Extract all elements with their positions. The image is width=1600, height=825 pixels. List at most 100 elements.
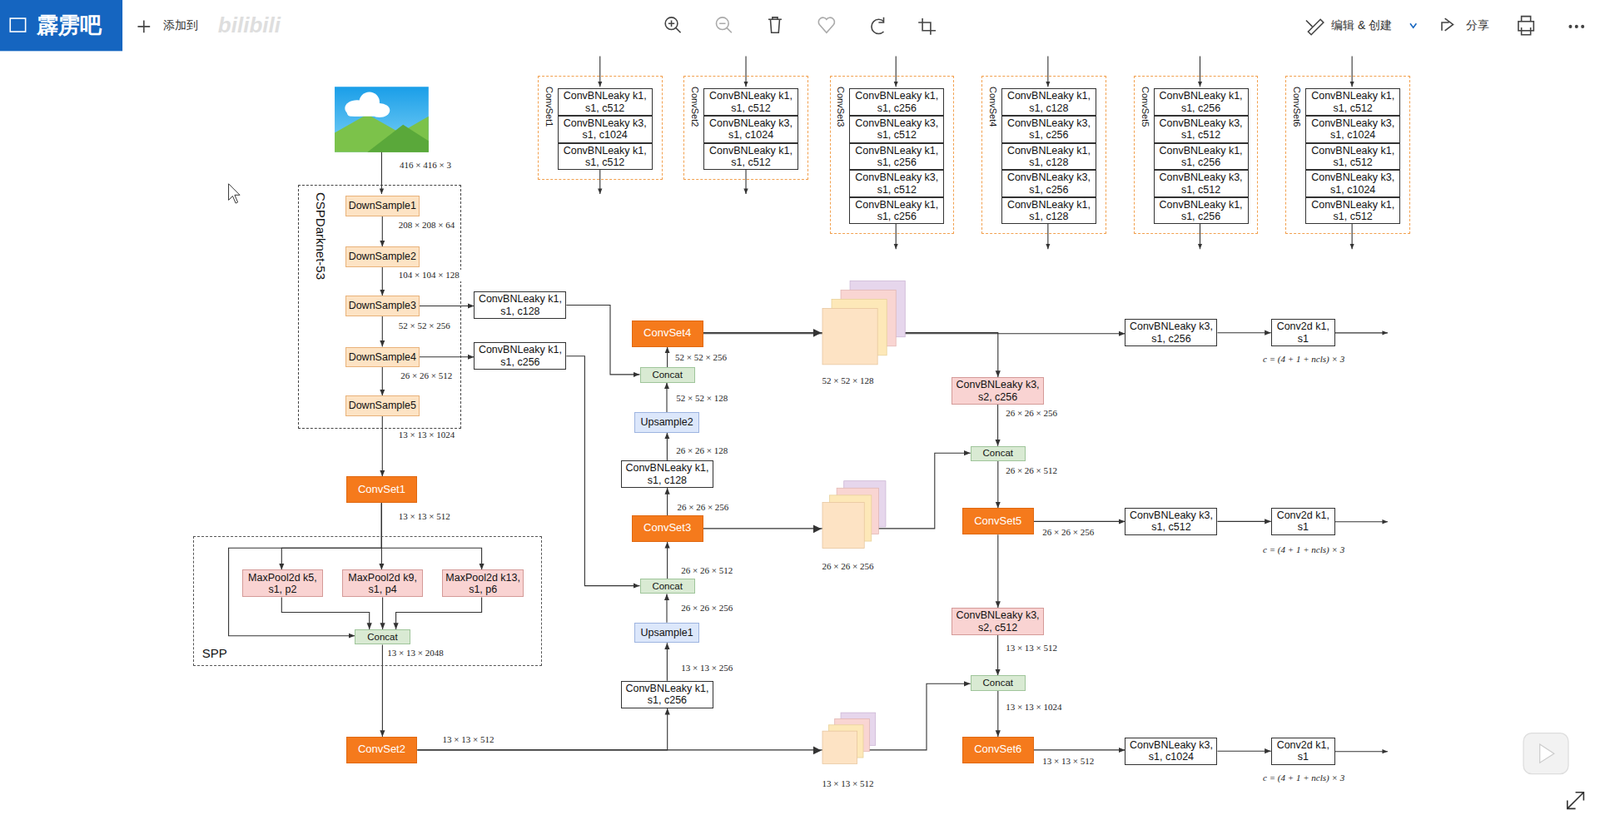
viewer-controls (228, 183, 240, 204)
channel-formula: c = (4 + 1 + ncls) × 3 (1261, 353, 1347, 365)
connector-arrow (997, 534, 999, 608)
box-label: DownSample2 (348, 250, 417, 263)
tensor-shape: 104 × 104 × 128 (397, 269, 462, 281)
box-label: ConvBNLeaky k3, s2, c256 (952, 378, 1044, 403)
input-image-icon (367, 124, 429, 153)
box-label: Conv2d k1, s1 (1272, 739, 1335, 764)
connector-arrow (566, 305, 640, 375)
tensor-shape: 13 × 13 × 256 (679, 662, 735, 674)
connector-arrow (281, 597, 369, 631)
conv-box: ConvBNLeaky k1, s1, c128 (473, 291, 567, 319)
conv-layer-box: ConvBNLeaky k1, s1, c256 (1153, 88, 1249, 116)
tensor-shape: 13 × 13 × 2048 (385, 647, 445, 659)
downsample-box: DownSample5 (345, 395, 420, 417)
tensor-shape: 13 × 13 × 512 (397, 511, 453, 522)
group-title: SPP (202, 645, 228, 661)
downsample-box: DownSample1 (345, 195, 420, 217)
box-label: ConvSet1 (357, 483, 406, 497)
connector-arrow (703, 332, 1126, 334)
connector-arrow (665, 382, 667, 413)
feature-map-stack (813, 481, 886, 549)
box-label: ConvBNLeaky k1, s1, c512 (558, 144, 652, 169)
connector-arrow (382, 267, 383, 296)
viewer-controls (1567, 792, 1585, 810)
convset-box: ConvSet3 (631, 515, 704, 542)
tensor-shape: 13 × 13 × 512 (1040, 755, 1096, 767)
concat-box: Concat (970, 446, 1026, 462)
box-label: Concat (651, 581, 682, 592)
tensor-shape: 26 × 26 × 256 (1003, 407, 1059, 419)
connector-arrow (382, 216, 383, 248)
box-label: ConvBNLeaky k1, s1, c128 (621, 462, 713, 487)
static-arrows (381, 152, 383, 194)
conv-box: ConvBNLeaky k1, s1, c256 (473, 342, 567, 370)
connector-arrow (666, 347, 668, 368)
box-label: DownSample5 (348, 399, 417, 412)
tensor-shape: 52 × 52 × 256 (397, 320, 453, 332)
downsample-box: DownSample3 (345, 295, 420, 317)
box-label: ConvSet6 (973, 743, 1022, 756)
convset-detail-group: ConvSet5ConvBNLeaky k1, s1, c256ConvBNLe… (1133, 75, 1259, 234)
static-arrows (599, 55, 601, 87)
tensor-shape: 52 × 52 × 256 (673, 352, 729, 363)
conv-layer-box: ConvBNLeaky k3, s1, c256 (1001, 169, 1097, 198)
connector-arrow (419, 356, 475, 358)
downsample-box: DownSample2 (345, 246, 420, 268)
toolbar (9, 18, 25, 32)
toolbar (1569, 25, 1571, 28)
conv-layer-box: ConvBNLeaky k1, s1, c128 (1001, 197, 1097, 225)
toolbar (1410, 23, 1417, 28)
conv-layer-box: ConvBNLeaky k3, s1, c1024 (557, 115, 653, 144)
static-arrows (1332, 750, 1388, 752)
input-image-icon (334, 86, 429, 152)
static-arrows (895, 223, 897, 250)
box-label: ConvBNLeaky k1, s1, c128 (1002, 144, 1096, 169)
static-arrows (1199, 223, 1201, 250)
connector-arrow (382, 416, 383, 478)
box-label: ConvBNLeaky k1, s1, c256 (474, 343, 566, 368)
conv-layer-box: ConvBNLeaky k1, s1, c256 (849, 143, 945, 171)
conv-layer-box: ConvBNLeaky k3, s1, c256 (1001, 115, 1097, 144)
upsample-box: Upsample2 (634, 412, 699, 433)
connector-arrow (1217, 521, 1272, 522)
convset-detail-group: ConvSet3ConvBNLeaky k1, s1, c256ConvBNLe… (829, 75, 955, 234)
tensor-shape: 26 × 26 × 256 (1040, 526, 1096, 538)
toolbar (1441, 18, 1453, 31)
input-image-icon (334, 114, 429, 152)
box-label: MaxPool2d k9, s1, p4 (342, 571, 423, 597)
connector-arrow (1217, 332, 1272, 333)
box-label: Concat (983, 447, 1014, 459)
input-image-icon (347, 108, 388, 117)
box-label: ConvBNLeaky k1, s1, c512 (1306, 89, 1400, 115)
box-label: ConvBNLeaky k1, s1, c128 (474, 293, 566, 318)
conv-box: ConvBNLeaky k1, s1, c256 (621, 680, 714, 709)
toolbar (1581, 25, 1584, 28)
connector-arrow (382, 367, 383, 396)
conv-layer-box: ConvBNLeaky k1, s1, c128 (1001, 88, 1097, 116)
spp-group: SPPMaxPool2d k5, s1, p2MaxPool2d k9, s1,… (193, 536, 542, 667)
connector-arrow (665, 593, 667, 622)
box-label: DownSample3 (348, 299, 417, 312)
box-label: ConvBNLeaky k1, s1, c512 (704, 89, 798, 115)
feature-map-stack (813, 712, 876, 764)
tensor-shape: 13 × 13 × 1024 (1003, 701, 1064, 713)
channel-formula: c = (4 + 1 + ncls) × 3 (1261, 544, 1347, 556)
tensor-shape: 26 × 26 × 256 (675, 501, 731, 513)
feature-map-stack (822, 730, 858, 764)
box-label: ConvBNLeaky k1, s1, c512 (1306, 144, 1400, 169)
toolbar (1306, 19, 1324, 35)
tensor-shape: 208 × 208 × 64 (397, 219, 457, 231)
toolbar (768, 17, 782, 33)
conv-layer-box: ConvBNLeaky k1, s1, c512 (557, 88, 653, 116)
box-label: ConvBNLeaky k1, s1, c256 (849, 89, 944, 115)
connector-arrow (666, 642, 668, 681)
static-arrows (895, 55, 897, 87)
concat-box: Concat (354, 629, 410, 645)
box-label: ConvBNLeaky k1, s1, c256 (1154, 89, 1248, 115)
static-arrows (1332, 521, 1388, 522)
conv-layer-box: ConvBNLeaky k1, s1, c512 (1305, 143, 1401, 171)
static-arrows (599, 169, 601, 194)
box-label: ConvBNLeaky k1, s1, c256 (1154, 198, 1248, 224)
conv-box: ConvBNLeaky k3, s2, c256 (951, 377, 1044, 405)
